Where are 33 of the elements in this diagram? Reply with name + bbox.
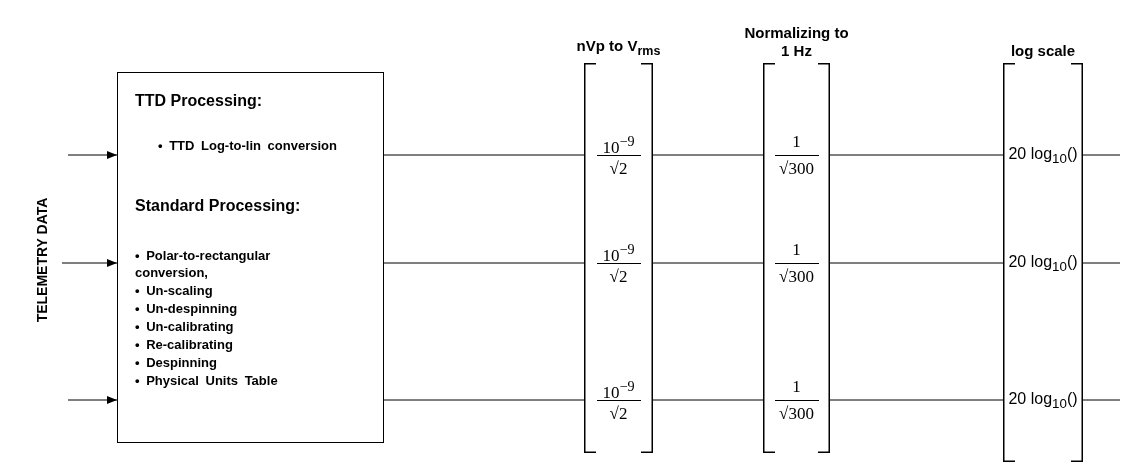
heading: TTD Processing: [135,92,263,110]
bullet-item: • Un-calibrating [135,318,235,335]
connector-line [829,399,1004,401]
column-heading: log scale [1010,42,1076,60]
side-label: TELEMETRY DATA [34,197,50,323]
bullet-item: • Polar-to-rectangular conversion, [135,247,272,281]
bullet-item: • Un-despinning [135,300,239,317]
connector-line [1082,399,1121,401]
formula: 20 log$_{10}$() [1006,145,1080,162]
connector-line [383,154,585,156]
bullet-item: • TTD Log-to-lin conversion [158,138,337,153]
process-box [117,72,384,443]
bullet-item: • Physical Units Table [135,372,279,389]
arrow [61,259,118,267]
bullet-item: • Un-scaling [135,282,214,299]
connector-line [652,154,764,156]
arrow [67,151,118,159]
column-heading: nVp to V$_{rms}$ [576,37,661,60]
formula: 20 log$_{10}$() [1006,390,1080,407]
bullet-item: • Despinning [135,354,218,371]
connector-line [1082,154,1121,156]
connector-line [383,262,585,264]
column-heading: Normalizing to 1 Hz [743,24,850,60]
arrow [67,396,118,404]
connector-line [652,262,764,264]
connector-line [829,262,1004,264]
connector-line [1082,262,1121,264]
connector-line [383,399,585,401]
formula: 20 log$_{10}$() [1006,253,1080,270]
connector-line [652,399,764,401]
heading: Standard Processing: [135,197,301,215]
bullet-item: • Re-calibrating [135,336,234,353]
connector-line [829,154,1004,156]
